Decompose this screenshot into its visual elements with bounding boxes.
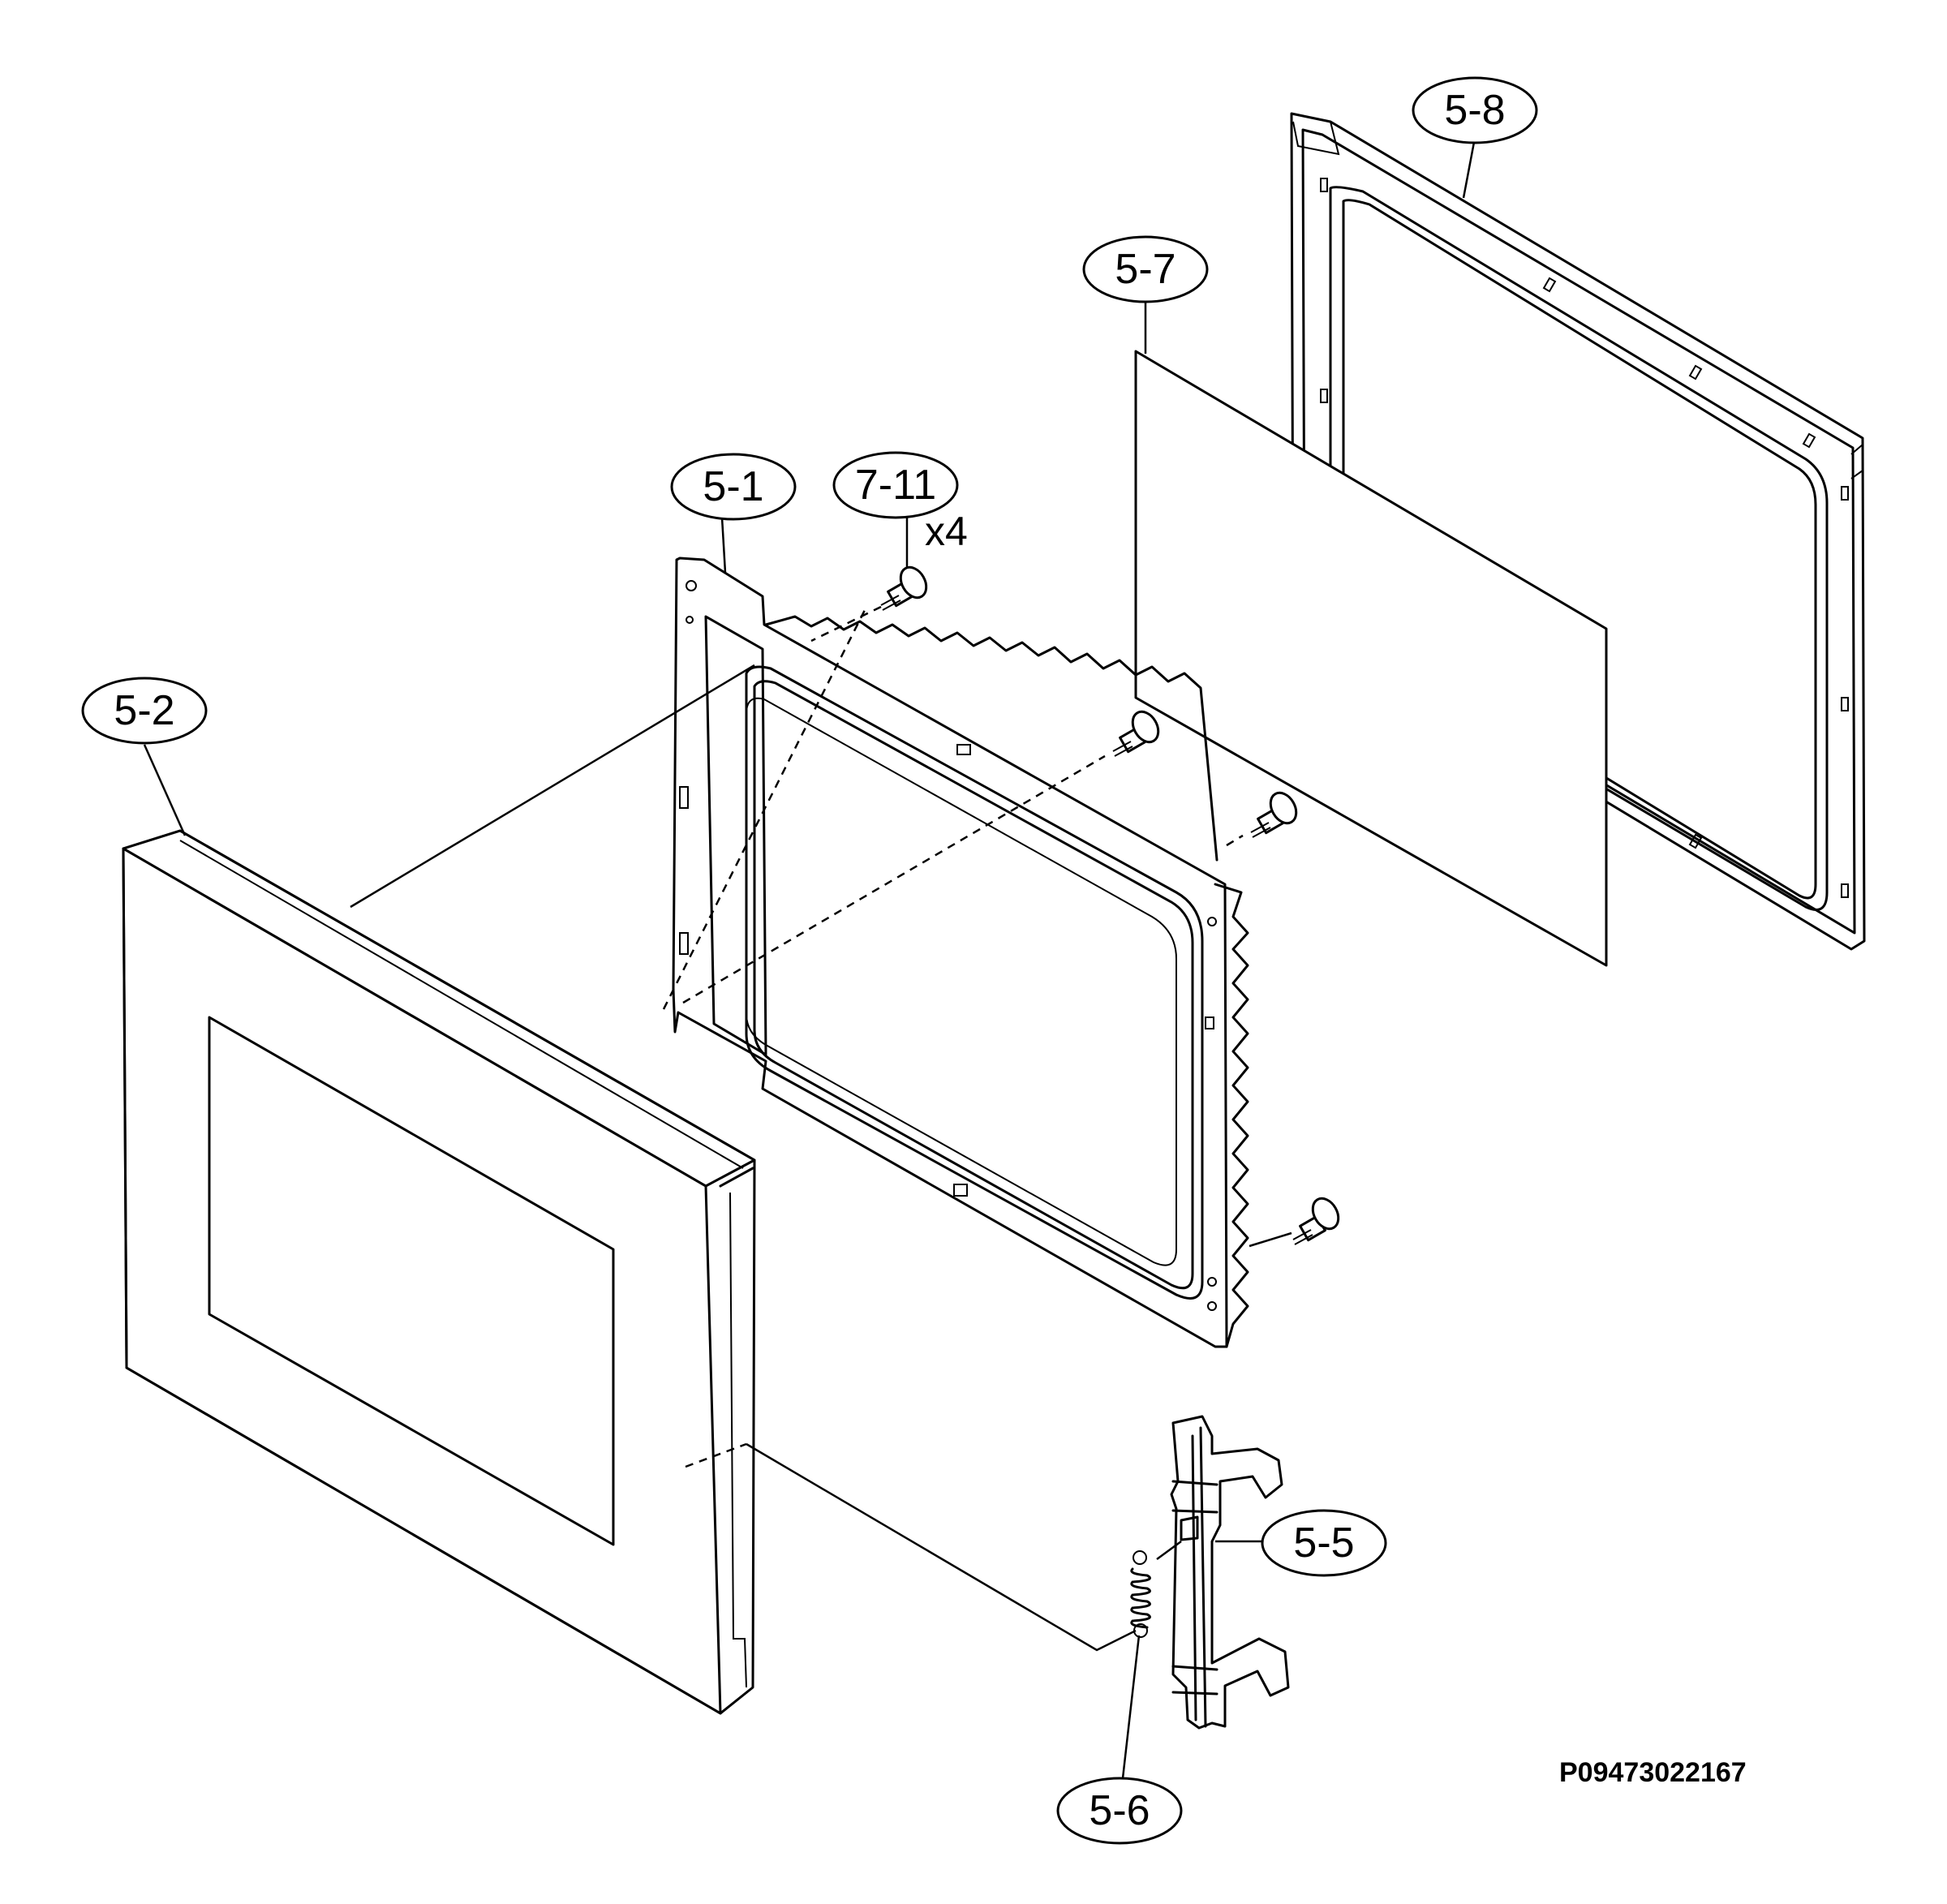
- callout-5-2: 5-2: [81, 677, 208, 745]
- screw-7-11-d: [1292, 1197, 1340, 1245]
- callout-7-11-label: 7-11: [855, 462, 936, 509]
- door-chassis-5-1: [672, 557, 1249, 1348]
- screw-quantity-label: x4: [925, 509, 968, 554]
- window-sheet-5-7: [1134, 350, 1608, 967]
- callout-5-7-label: 5-7: [1115, 246, 1176, 293]
- callout-5-8-label: 5-8: [1444, 87, 1505, 134]
- callout-5-1-label: 5-1: [703, 463, 763, 510]
- drawing-code: P09473022167: [1559, 1757, 1747, 1788]
- callout-5-2-label: 5-2: [114, 687, 174, 734]
- door-panel-5-2: [122, 829, 756, 1715]
- callout-leaders: [143, 137, 1476, 1779]
- callout-5-7: 5-7: [1082, 235, 1209, 303]
- latch-5-5: [1170, 1415, 1290, 1730]
- door-frame-5-8: [1290, 112, 1866, 951]
- callout-5-5-label: 5-5: [1293, 1519, 1354, 1567]
- screw-7-11-c: [1250, 791, 1298, 838]
- callout-5-6-label: 5-6: [1089, 1787, 1150, 1834]
- callout-5-1: 5-1: [670, 453, 797, 521]
- screw-7-11-b: [1112, 710, 1160, 757]
- assembly-guide-lines: [350, 605, 1292, 1652]
- callout-5-8: 5-8: [1412, 76, 1538, 144]
- screw-7-11-a: [880, 565, 928, 611]
- callout-5-5: 5-5: [1261, 1509, 1387, 1577]
- callout-7-11: 7-11 x4: [832, 451, 968, 554]
- callout-5-6: 5-6: [1056, 1777, 1183, 1845]
